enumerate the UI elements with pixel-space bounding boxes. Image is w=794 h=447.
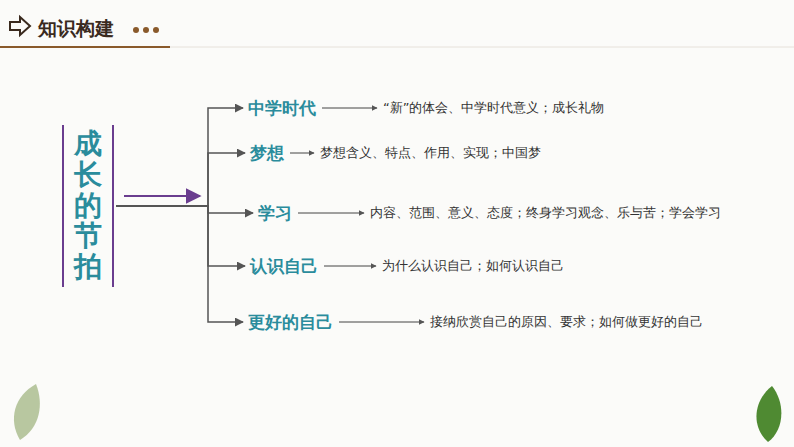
connector [290,153,314,154]
detail-text: 为什么认识自己；如何认识自己 [380,255,566,277]
connector [322,108,377,109]
heading-text: 认识自己 [248,253,320,280]
branch-heading: 认识自己 [248,253,320,280]
branch-detail: 为什么认识自己；如何认识自己 [380,255,566,277]
branch-heading: 更好的自己 [246,309,335,336]
detail-text: “新”的体会、中学时代意义；成长礼物 [381,97,606,119]
connector [116,108,243,206]
connector [324,266,376,267]
heading-text: 更好的自己 [246,309,335,336]
branch-heading: 中学时代 [246,95,318,122]
connector [116,206,243,322]
connector [339,322,424,323]
heading-text: 学习 [256,200,294,227]
header-dots [133,27,159,33]
detail-text: 内容、范围、意义、态度；终身学习观念、乐与苦；学会学习 [368,202,723,224]
page-title: 知识构建 [38,16,114,42]
connector [116,206,245,266]
leaf-right [756,386,781,442]
detail-text: 接纳欣赏自己的原因、要求；如何做更好的自己 [428,311,705,333]
connector [298,213,364,214]
main-arrow [124,195,200,197]
leaf-left [14,384,40,440]
topic-box: 成长的节拍 [62,125,114,287]
branch-heading: 学习 [256,200,294,227]
branch-detail: 内容、范围、意义、态度；终身学习观念、乐与苦；学会学习 [368,202,723,224]
heading-text: 中学时代 [246,95,318,122]
detail-text: 梦想含义、特点、作用、实现；中国梦 [318,142,543,164]
connector [116,153,245,206]
topic-text: 成长的节拍 [74,129,102,283]
header-icon [10,17,30,35]
heading-text: 梦想 [248,140,286,167]
header-rule [170,47,794,48]
connector [116,206,253,213]
branch-detail: 梦想含义、特点、作用、实现；中国梦 [318,142,543,164]
header-underline [0,46,170,48]
branch-detail: “新”的体会、中学时代意义；成长礼物 [381,97,606,119]
branch-detail: 接纳欣赏自己的原因、要求；如何做更好的自己 [428,311,705,333]
branch-heading: 梦想 [248,140,286,167]
